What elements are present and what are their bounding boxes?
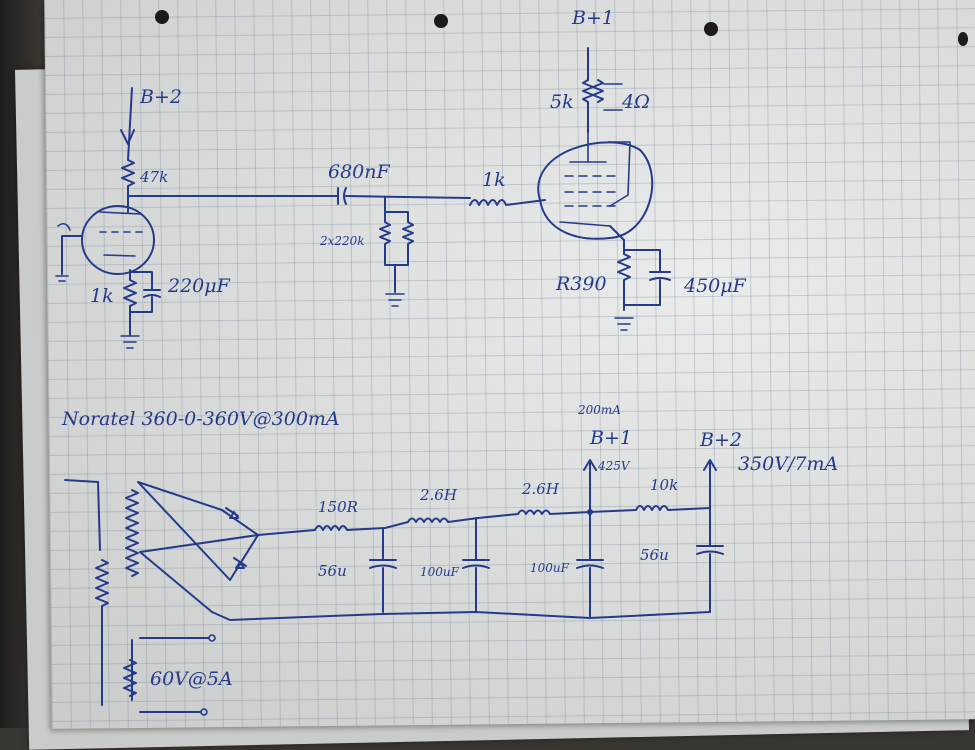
- psu-choke-1-label: 2.6H: [419, 486, 458, 504]
- grid-stopper-label: 1k: [482, 169, 506, 191]
- psu-cap-56u-2-label: 56u: [640, 546, 669, 564]
- heater-output-wires: [139, 637, 209, 713]
- resistor-10k: [589, 505, 711, 513]
- coupling-network: 680nF 2x220k 1k: [319, 161, 546, 307]
- ground-symbol: [385, 293, 405, 307]
- triode-cathode: [103, 254, 136, 257]
- resistor-47k-label: 47k: [139, 168, 168, 186]
- choke-2-6h-first: [384, 517, 479, 529]
- power-supply: Noratel 360-0-360V@300mA 60V@5A 150R 56u…: [61, 403, 838, 716]
- supply-arrow: [120, 129, 135, 145]
- psu-current-label: 200mA: [577, 403, 621, 417]
- rectifier-bridge-wires: [137, 481, 259, 613]
- rectifier-diode: [225, 507, 239, 519]
- psu-b-plus-1-label: B+1: [589, 427, 632, 449]
- b-plus-1-tap: [583, 459, 597, 513]
- cathode-resistor-label: 1k: [90, 285, 114, 307]
- transformer-heater-coil: [123, 659, 137, 697]
- capacitor-220uf: [129, 271, 161, 313]
- capacitor-680nf: [337, 187, 347, 205]
- capacitor-450uf: [623, 249, 671, 306]
- transformer-hv-secondary: [125, 489, 139, 577]
- output-transformer-secondary: [592, 79, 604, 103]
- schematic-drawing: B+2 47k 1k 220μF 680nF 2x220k 1k: [55, 7, 838, 716]
- capacitor-100uf-second: [576, 511, 604, 619]
- plate-wire: [127, 195, 339, 213]
- pentode-cathode: [559, 221, 611, 227]
- psu-cap-100uf-1-label: 100uF: [420, 565, 460, 579]
- transformer-primary-coil: [95, 559, 109, 706]
- psu-b-plus-2-label: B+2: [699, 429, 742, 451]
- psu-cap-100uf-2-label: 100uF: [530, 561, 570, 575]
- cathode-cap-label: 220μF: [167, 275, 231, 297]
- psu-425v-label: 425V: [597, 459, 631, 473]
- pentode-tube: [537, 141, 654, 240]
- b-plus-2-label: B+2: [139, 86, 182, 108]
- transformer-5k-label: 5k: [550, 91, 574, 113]
- choke-2-6h-second: [477, 509, 591, 519]
- resistor-150r: [257, 525, 386, 536]
- psu-choke-2-label: 2.6H: [521, 480, 560, 498]
- cathode-cap-450-label: 450μF: [683, 275, 747, 297]
- input-jack: [57, 222, 71, 231]
- ground-symbol: [614, 317, 634, 331]
- psu-10k-label: 10k: [650, 476, 678, 494]
- b-plus-1-label: B+1: [571, 7, 614, 29]
- pentode-plate: [569, 131, 607, 163]
- binder-hole: [434, 14, 448, 28]
- primary-lead: [64, 479, 101, 551]
- binder-hole: [958, 32, 968, 46]
- ground-return-bus: [211, 611, 711, 621]
- capacitor-100uf-first: [462, 517, 490, 613]
- ground-symbol: [55, 275, 69, 282]
- psu-cap-56u-1-label: 56u: [318, 562, 347, 580]
- psu-150r-label: 150R: [318, 498, 358, 516]
- grid-input-line: [61, 235, 83, 275]
- heater-terminal: [200, 708, 208, 716]
- resistor-47k: [121, 159, 135, 206]
- binder-hole: [704, 22, 718, 36]
- cathode-r390-label: R390: [555, 273, 607, 295]
- speaker-leads: [603, 83, 623, 111]
- triode-plate: [99, 211, 141, 215]
- coupling-cap-label: 680nF: [328, 161, 391, 183]
- heater-spec-label: 60V@5A: [150, 668, 233, 690]
- grid-leak-label: 2x220k: [319, 234, 365, 248]
- b-plus-2-supply-line: [127, 87, 133, 161]
- resistor-1k-grid: [469, 199, 546, 206]
- heater-terminal: [208, 634, 216, 642]
- rectifier-diode: [233, 557, 247, 569]
- binder-hole: [155, 10, 169, 24]
- output-transformer-primary: [582, 79, 594, 133]
- psu-350v-label: 350V/7mA: [738, 453, 838, 475]
- triode-tube: [81, 205, 155, 275]
- ground-symbol: [120, 335, 140, 349]
- screen-connection: [607, 141, 631, 207]
- transformer-spec-label: Noratel 360-0-360V@300mA: [61, 408, 340, 430]
- resistor-2x220k: [379, 196, 414, 266]
- resistor-1k-cathode: [123, 269, 137, 336]
- b-plus-2-tap: [703, 459, 717, 509]
- grid-wire: [345, 195, 471, 199]
- preamp-stage: B+2 47k 1k 220μF: [55, 86, 339, 349]
- capacitor-56u-second: [696, 507, 724, 613]
- capacitor-56u-first: [369, 527, 397, 613]
- speaker-4ohm-label: 4Ω: [621, 91, 650, 113]
- output-stage: B+1 5k 4Ω R390 450μF: [537, 7, 747, 331]
- resistor-r390: [609, 225, 631, 311]
